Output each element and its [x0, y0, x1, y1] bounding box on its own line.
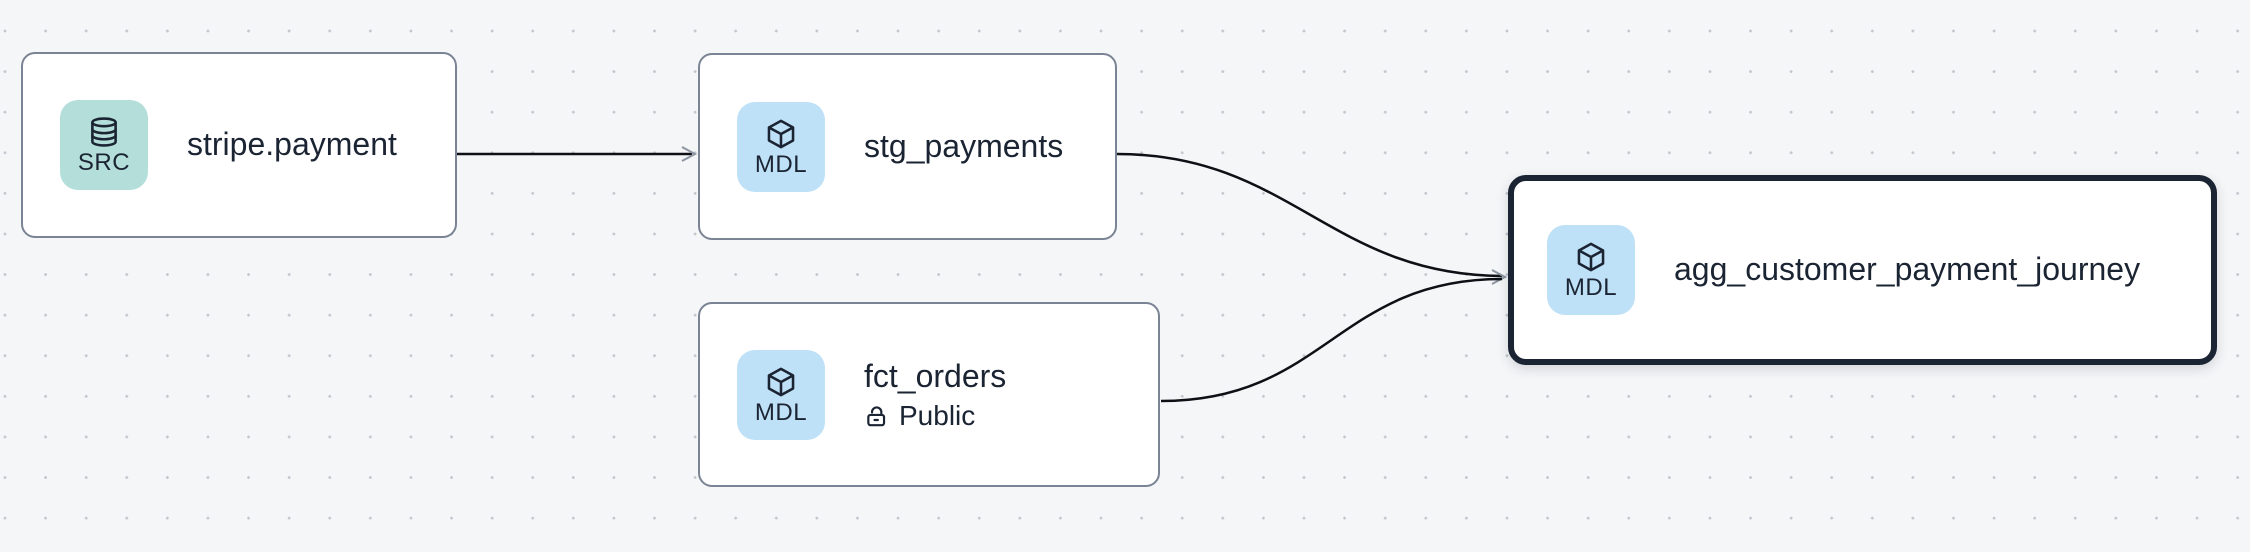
- node-type-badge: SRC: [60, 100, 148, 190]
- node-title: stripe.payment: [187, 126, 397, 163]
- badge-label: MDL: [1564, 274, 1618, 301]
- node-text: stg_payments: [864, 127, 1064, 164]
- node-fct-orders[interactable]: MDL fct_orders Public: [698, 302, 1160, 487]
- node-text: stripe.payment: [187, 127, 397, 162]
- access-label: Public: [899, 399, 976, 431]
- node-text: fct_orders Public: [864, 359, 1006, 429]
- node-text: agg_customer_payment_journey: [1674, 252, 2140, 287]
- database-icon: [91, 117, 117, 147]
- node-title: stg_payments: [864, 127, 1064, 164]
- node-stg-payments[interactable]: MDL stg_payments: [698, 53, 1117, 240]
- badge-label: MDL: [754, 150, 808, 178]
- cube-icon: [767, 119, 795, 148]
- unlock-icon: [867, 406, 886, 426]
- badge-label: SRC: [77, 149, 131, 176]
- cube-icon: [767, 367, 795, 396]
- edge-arrowhead: [1491, 269, 1508, 285]
- node-type-badge: MDL: [737, 101, 825, 192]
- cube-icon: [1577, 242, 1605, 272]
- node-type-badge: MDL: [737, 349, 825, 440]
- node-agg-customer-payment-journey[interactable]: MDL agg_customer_payment_journey: [1508, 175, 2217, 365]
- edge-stg-payments-to-agg-customer-payment-journey[interactable]: [1116, 152, 1508, 285]
- node-title: agg_customer_payment_journey: [1674, 251, 2141, 288]
- access-row: Public: [864, 399, 1006, 431]
- edge-fct-orders-to-agg-customer-payment-journey[interactable]: [1160, 277, 1503, 403]
- edge-stripe-payment-to-stg-payments[interactable]: [457, 146, 698, 162]
- node-type-badge: MDL: [1547, 225, 1635, 315]
- node-stripe-payment[interactable]: SRC stripe.payment: [21, 52, 457, 238]
- node-title: fct_orders: [864, 358, 1007, 395]
- edge-arrowhead: [681, 146, 698, 162]
- badge-label: MDL: [754, 398, 808, 426]
